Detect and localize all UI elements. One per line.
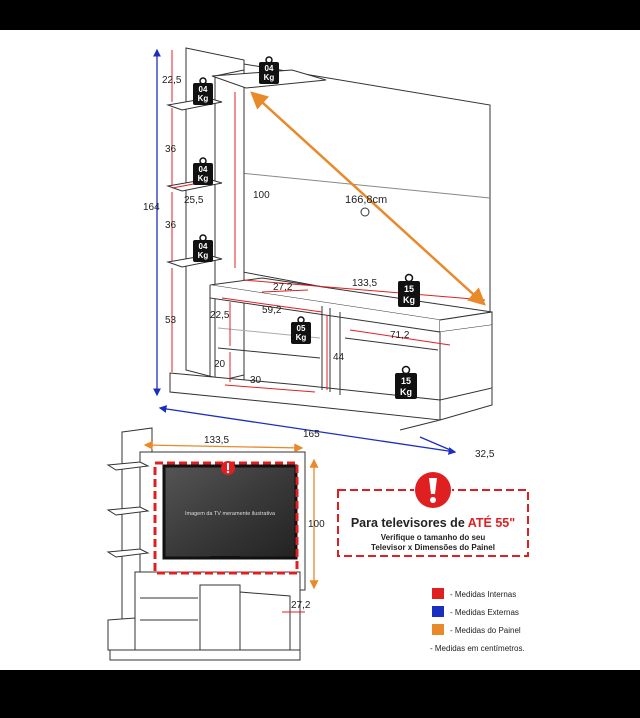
svg-text:04: 04 — [265, 64, 274, 73]
svg-text:Kg: Kg — [403, 295, 415, 305]
weight-icon-shelf-1: 04 Kg — [193, 77, 213, 105]
dim-100: 100 — [253, 190, 270, 201]
svg-text:04: 04 — [199, 165, 208, 174]
weight-icon-niche: 05 Kg — [291, 316, 311, 344]
dim-100-bottom: 100 — [308, 519, 325, 530]
notice-box: Para televisores de ATÉ 55" Verifique o … — [337, 472, 529, 557]
tv-screen — [162, 464, 298, 560]
weight-icons: 04 Kg 04 Kg 04 Kg 04 Kg 15 Kg — [193, 56, 420, 399]
warning-icon — [415, 472, 451, 508]
legend-note: - Medidas em centímetros. — [430, 644, 525, 653]
legend-swatch-internal — [432, 588, 444, 599]
svg-text:Kg: Kg — [296, 333, 307, 342]
dim-44: 44 — [333, 352, 345, 363]
diagonal-dimension — [250, 91, 486, 306]
dim-27-2-top: 27,2 — [273, 282, 293, 293]
weight-icon-shelf-2: 04 Kg — [193, 157, 213, 185]
weight-icon-shelf-3: 04 Kg — [193, 234, 213, 262]
svg-text:15: 15 — [404, 284, 414, 294]
rack-side — [439, 325, 493, 401]
tv-screen-text: Imagem da TV meramente ilustrativa — [185, 511, 276, 517]
dim-25-5: 25,5 — [184, 195, 204, 206]
notice-line-2: Televisor x Dimensões do Painel — [371, 543, 495, 552]
top-drawing — [166, 47, 493, 431]
svg-text:05: 05 — [297, 324, 306, 333]
legend-internal: - Medidas Internas — [450, 590, 516, 599]
panel-dims-bottom — [143, 440, 319, 590]
svg-text:04: 04 — [199, 85, 208, 94]
dim-30: 30 — [250, 375, 262, 386]
dim-36-b: 36 — [165, 220, 177, 231]
svg-text:Kg: Kg — [400, 387, 412, 397]
dim-166-8: 166,8cm — [345, 194, 387, 206]
dim-53: 53 — [165, 315, 177, 326]
tv-limit-outline — [153, 461, 299, 575]
svg-text:04: 04 — [199, 242, 208, 251]
notice-line-1: Verifique o tamanho do seu — [381, 533, 486, 542]
legend-swatch-panel — [432, 624, 444, 635]
legend: - Medidas Internas - Medidas Externas - … — [430, 588, 525, 653]
dim-165: 165 — [303, 429, 320, 440]
dimension-labels-top: 22,5 36 25,5 36 164 53 100 166,8cm 27,2 … — [143, 75, 495, 460]
svg-text:Kg: Kg — [198, 251, 209, 260]
dim-36-a: 36 — [165, 144, 177, 155]
dim-20: 20 — [214, 359, 226, 370]
svg-text:Kg: Kg — [264, 73, 275, 82]
weight-icon-panel: 15 Kg — [398, 273, 420, 307]
svg-text:Kg: Kg — [198, 174, 209, 183]
dim-22-5: 22,5 — [162, 75, 182, 86]
dim-32-5: 32,5 — [475, 449, 495, 460]
notice-title: Para televisores de ATÉ 55" — [351, 515, 515, 530]
weight-icon-cabinet: 15 Kg — [395, 365, 417, 399]
dim-164: 164 — [143, 202, 160, 213]
legend-swatch-external — [432, 606, 444, 617]
dim-59-2: 59,2 — [262, 305, 282, 316]
legend-external: - Medidas Externas — [450, 608, 519, 617]
bottom-door-2 — [239, 591, 291, 651]
external-dims-top — [153, 48, 457, 455]
dim-22-5-mid: 22,5 — [210, 310, 230, 321]
svg-text:15: 15 — [401, 376, 411, 386]
bottom-door-1 — [199, 584, 241, 651]
dim-133-5-top: 133,5 — [352, 278, 377, 289]
legend-panel: - Medidas do Painel — [450, 626, 521, 635]
tv-stand — [210, 556, 240, 559]
dim-27-2-bottom: 27,2 — [291, 600, 311, 611]
dim-133-5-bottom: 133,5 — [204, 435, 229, 446]
warning-icon-small — [221, 461, 235, 475]
svg-text:Kg: Kg — [198, 94, 209, 103]
dim-71-2: 71,2 — [390, 330, 410, 341]
weight-icon-top-shelf: 04 Kg — [259, 56, 279, 84]
